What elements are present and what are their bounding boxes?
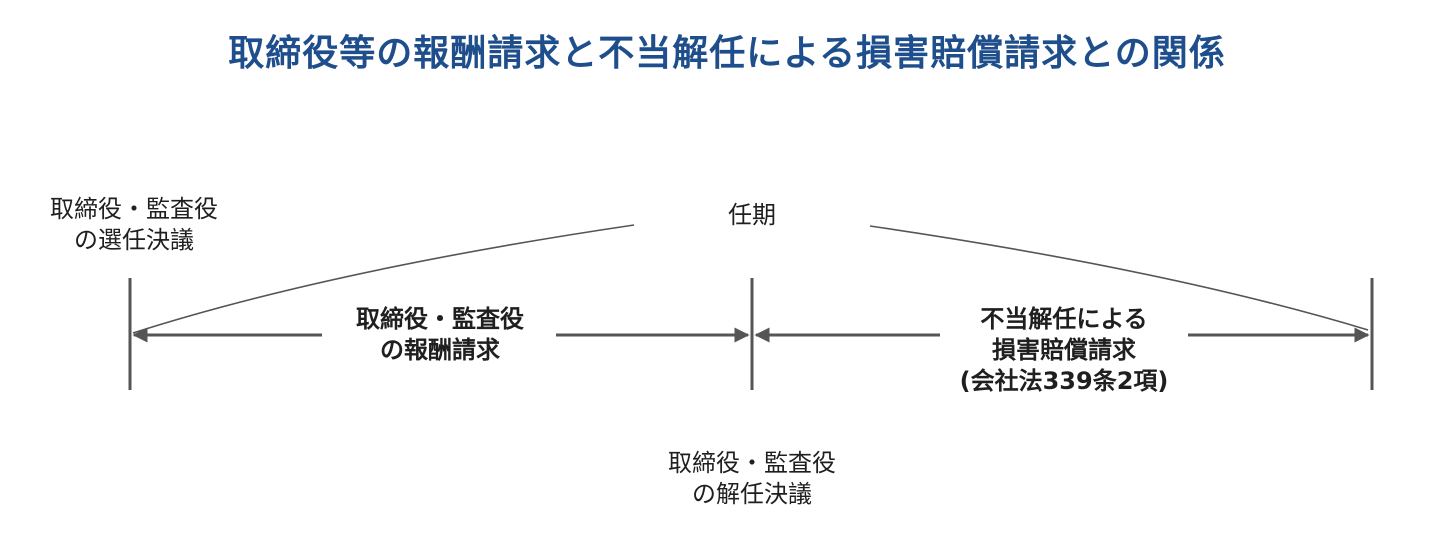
election-label-line1: 取締役・監査役 — [50, 195, 218, 223]
term-arc-left — [132, 224, 635, 334]
page-title: 取締役等の報酬請求と不当解任による損害賠償請求との関係 — [228, 33, 1226, 74]
dismissal-label-line2: の解任決議 — [692, 480, 812, 508]
term-label: 任期 — [728, 201, 776, 229]
remuneration-claim-label: 取締役・監査役 の報酬請求 — [330, 304, 550, 366]
damages-claim-line2: 損害賠償請求 — [992, 336, 1136, 364]
election-label: 取締役・監査役 の選任決議 — [34, 194, 234, 256]
remuneration-claim-line1: 取締役・監査役 — [356, 305, 524, 333]
election-label-line2: の選任決議 — [74, 226, 194, 254]
dismissal-label-line1: 取締役・監査役 — [668, 449, 836, 477]
remuneration-claim-line2: の報酬請求 — [380, 336, 500, 364]
term-arc-right — [869, 225, 1369, 331]
dismissal-label: 取締役・監査役 の解任決議 — [652, 448, 852, 510]
damages-claim-line1: 不当解任による — [980, 305, 1148, 333]
damages-claim-line3: (会社法339条2項) — [959, 367, 1169, 395]
damages-claim-label: 不当解任による 損害賠償請求 (会社法339条2項) — [945, 304, 1183, 397]
